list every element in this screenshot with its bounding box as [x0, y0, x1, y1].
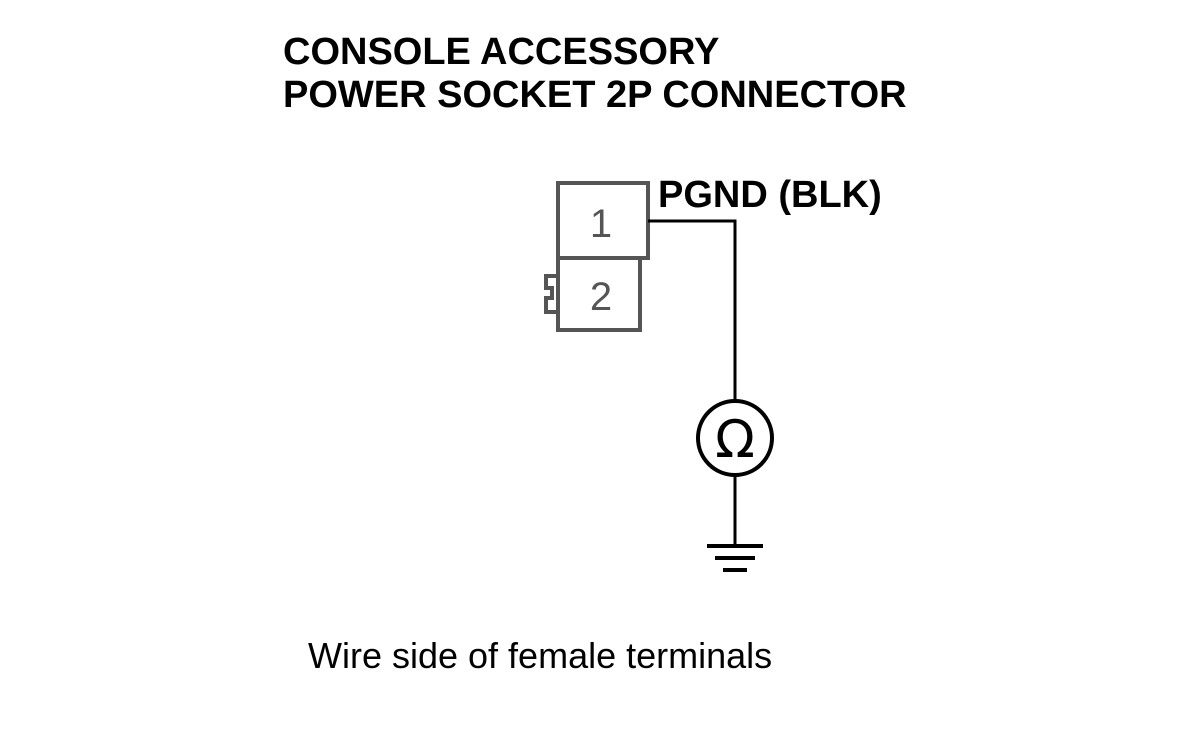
caption: Wire side of female terminals — [308, 635, 772, 676]
ohmmeter-icon: Ω — [696, 399, 774, 477]
title-line-1: CONSOLE ACCESSORY — [283, 31, 719, 73]
pin-2-label: 2 — [590, 275, 612, 319]
connector-2p: 1 2 — [544, 181, 650, 332]
connector-cell-pin2 — [556, 256, 642, 332]
pgnd-wire — [648, 219, 737, 400]
pin-1-label: 1 — [590, 202, 612, 246]
wire-label: PGND (BLK) — [658, 174, 882, 216]
ohm-symbol: Ω — [715, 410, 755, 470]
ground-icon — [707, 544, 763, 572]
connector-lock-tab — [544, 274, 558, 314]
title-line-2: POWER SOCKET 2P CONNECTOR — [283, 74, 907, 116]
connector-cell-pin1 — [556, 181, 650, 260]
